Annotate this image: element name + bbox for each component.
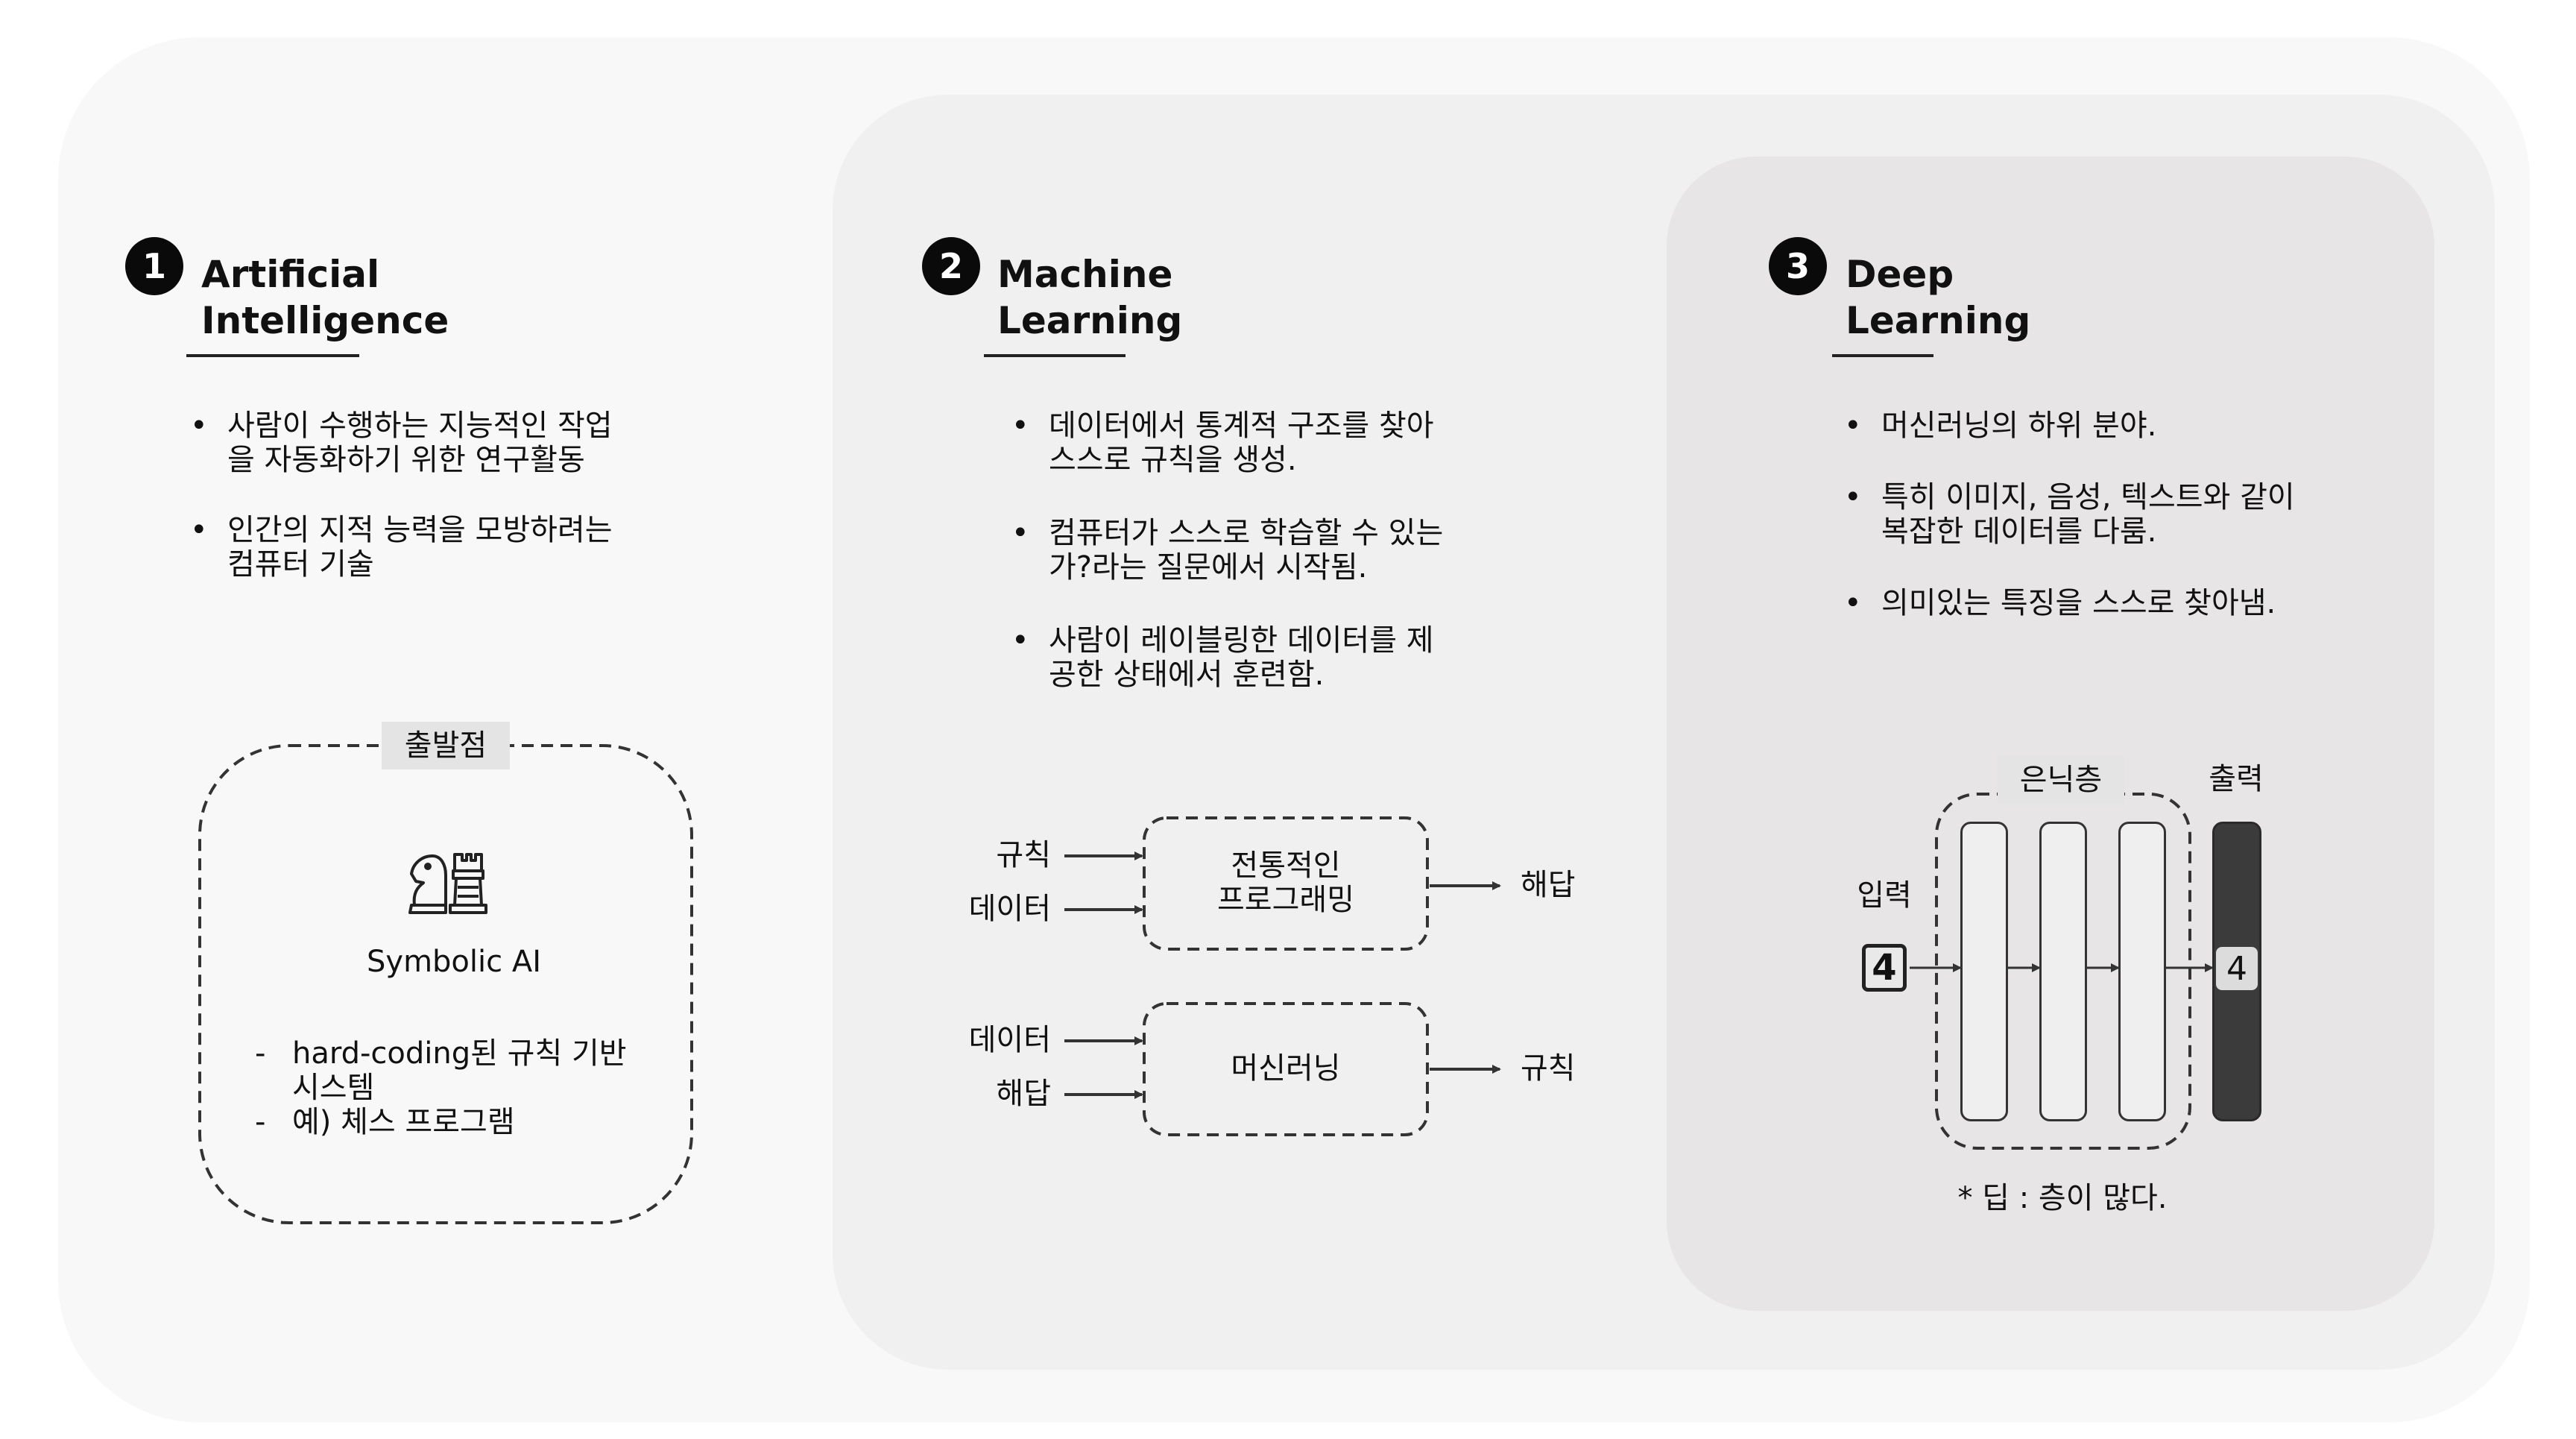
ml-bullet-2: 컴퓨터가 스스로 학습할 수 있는 가?라는 질문에서 시작됨. [1011, 516, 1533, 585]
ai-origin-item-2: 예) 체스 프로그램 [255, 1105, 672, 1139]
output-digit: 4 [2216, 947, 2258, 990]
dl-title-underline [1832, 354, 1933, 357]
traditional-input-data: 데이터 [968, 892, 1051, 926]
ml-box-label: 머신러닝 [1231, 1051, 1341, 1086]
ai-bullet-2: 인간의 지적 능력을 모방하려는 컴퓨터 기술 [190, 513, 712, 582]
ml-title: Machine Learning [997, 253, 1183, 342]
ai-origin-item-1: hard-coding된 규칙 기반 시스템 [255, 1036, 672, 1105]
ml-bullet-1: 데이터에서 통계적 구조를 찾아 스스로 규칙을 생성. [1011, 409, 1533, 477]
ml-input-answer: 해답 [996, 1077, 1051, 1111]
hidden-layer-1 [1960, 822, 2008, 1121]
ai-origin-tag: 출발점 [382, 722, 510, 769]
ml-input-data: 데이터 [968, 1023, 1051, 1057]
traditional-box-label: 전통적인 프로그래밍 [1217, 848, 1354, 917]
hidden-layer-3 [2118, 822, 2166, 1121]
dl-bullet-list: 머신러닝의 하위 분야. 특히 이미지, 음성, 텍스트와 같이 복잡한 데이터… [1844, 409, 2381, 620]
ai-title: Artificial Intelligence [201, 253, 449, 342]
ml-output: 규칙 [1521, 1051, 1576, 1086]
chess-pieces-icon [408, 853, 487, 914]
ml-title-underline [984, 354, 1126, 357]
traditional-input-rules: 규칙 [996, 838, 1051, 872]
dl-title: Deep Learning [1846, 253, 2031, 342]
ai-origin-list: hard-coding된 규칙 기반 시스템 예) 체스 프로그램 [255, 1036, 672, 1139]
traditional-output: 해답 [1521, 868, 1576, 902]
hidden-layers-tag: 은닉층 [1998, 756, 2124, 804]
traditional-box-frame [1143, 816, 1429, 951]
output-label: 출력 [2209, 762, 2264, 796]
ai-title-underline [186, 354, 359, 357]
ml-bullet-list: 데이터에서 통계적 구조를 찾아 스스로 규칙을 생성. 컴퓨터가 스스로 학습… [1011, 409, 1533, 692]
ai-bullet-list: 사람이 수행하는 지능적인 작업 을 자동화하기 위한 연구활동 인간의 지적 … [190, 409, 712, 582]
hidden-layer-2 [2039, 822, 2087, 1121]
ai-number-badge: 1 [125, 237, 183, 295]
ml-number-badge: 2 [922, 237, 980, 295]
dl-bullet-3: 의미있는 특징을 스스로 찾아냄. [1844, 586, 2381, 620]
deep-note: * 딥 : 층이 많다. [1957, 1181, 2168, 1215]
dl-bullet-2: 특히 이미지, 음성, 텍스트와 같이 복잡한 데이터를 다룸. [1844, 480, 2381, 549]
dl-number-badge: 3 [1769, 237, 1827, 295]
ai-bullet-1: 사람이 수행하는 지능적인 작업 을 자동화하기 위한 연구활동 [190, 409, 712, 477]
input-label: 입력 [1857, 878, 1912, 913]
ml-box-frame [1143, 1002, 1429, 1136]
ml-bullet-3: 사람이 레이블링한 데이터를 제 공한 상태에서 훈련함. [1011, 623, 1533, 692]
input-digit-image: 4 [1862, 944, 1907, 992]
dl-bullet-1: 머신러닝의 하위 분야. [1844, 409, 2381, 443]
